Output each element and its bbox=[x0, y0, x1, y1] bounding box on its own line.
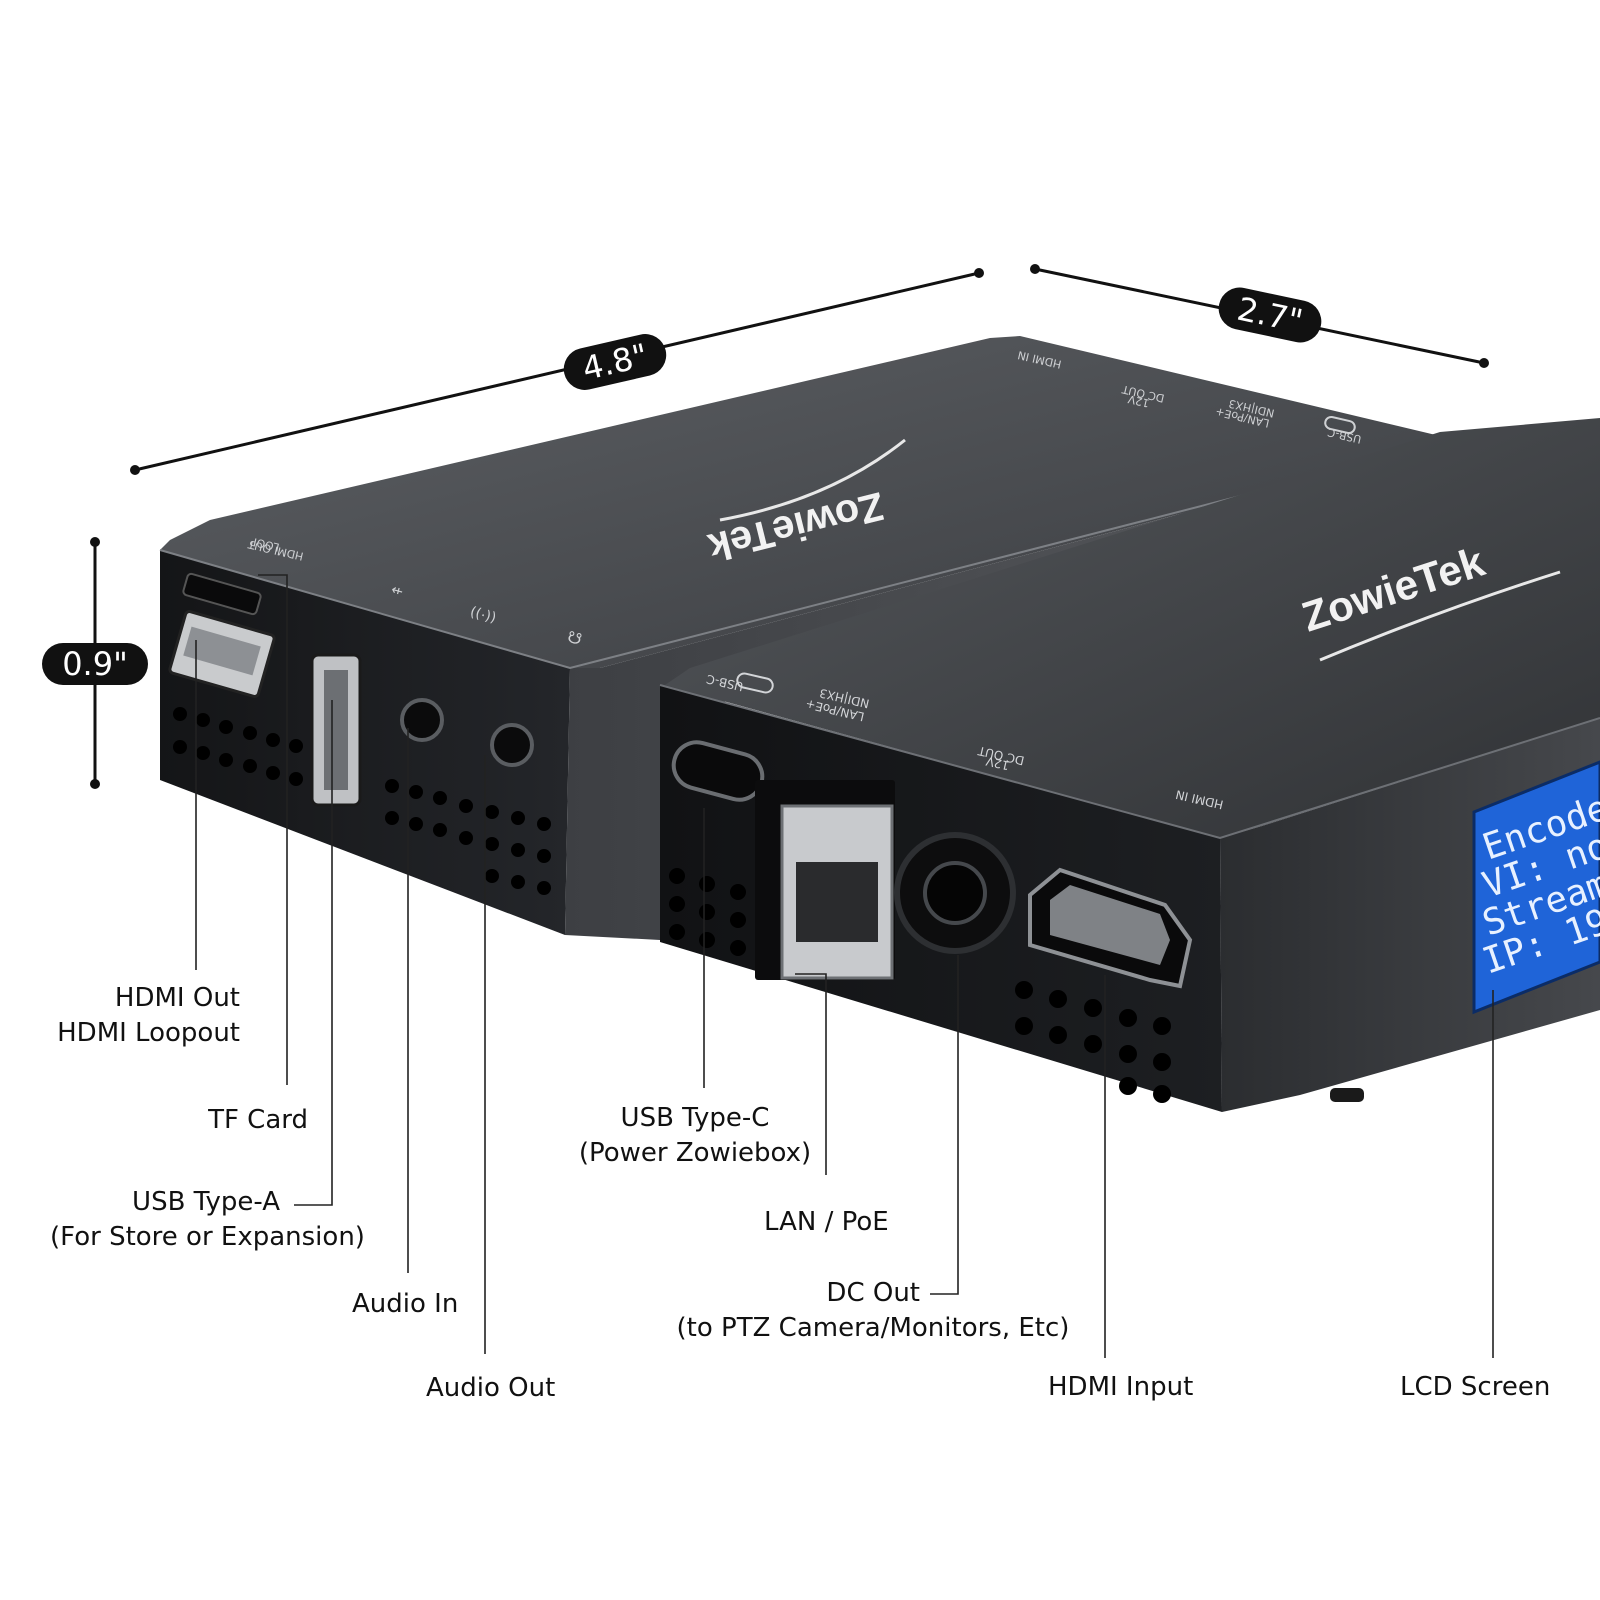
lan-port-inner bbox=[796, 862, 878, 942]
callout-usb-a-line-2: (For Store or Expansion) bbox=[50, 1222, 365, 1252]
callout-dc-out-line-2: (to PTZ Camera/Monitors, Etc) bbox=[676, 1313, 1070, 1343]
dimension-endpoint bbox=[1030, 264, 1040, 274]
usb-c-icon bbox=[736, 672, 774, 694]
hdmi-out-port-inner bbox=[183, 626, 261, 676]
brand-swoosh bbox=[1319, 570, 1561, 662]
tf-card-slot[interactable] bbox=[182, 572, 262, 616]
vent-holes-back bbox=[173, 707, 551, 895]
dimension-width: 2.7" bbox=[1030, 264, 1489, 368]
callout-audio-out-label: Audio Out bbox=[426, 1373, 556, 1403]
callout-usb-a: USB Type-A (For Store or Expansion) bbox=[40, 1185, 375, 1255]
callout-dc-out: DC Out (to PTZ Camera/Monitors, Etc) bbox=[668, 1276, 1078, 1346]
callout-usb-c-line-1: USB Type-C bbox=[620, 1103, 770, 1133]
dimension-endpoint bbox=[1479, 358, 1489, 368]
device-back-top bbox=[160, 336, 1443, 670]
callout-hdmi-input: HDMI Input bbox=[1048, 1370, 1193, 1405]
usb-a-port-inner bbox=[324, 670, 348, 790]
headphone-icon: ☊ bbox=[565, 626, 584, 648]
dimension-height-badge bbox=[42, 643, 148, 685]
dimension-endpoint bbox=[90, 779, 100, 789]
usb-c-icon bbox=[1324, 415, 1356, 435]
device-front-unit: ZowieTek USB-C NDI|HX3 LAN/PoE+ DC OUT 1… bbox=[659, 418, 1600, 1112]
vent-holes-front bbox=[669, 868, 1171, 1103]
dimension-width-label: 2.7" bbox=[1234, 290, 1306, 341]
edge-highlight bbox=[659, 684, 1600, 840]
device-front-top bbox=[665, 418, 1600, 838]
callout-tf-card: TF Card bbox=[100, 1103, 308, 1138]
brand-swoosh bbox=[719, 438, 906, 522]
edge-highlight bbox=[159, 443, 1444, 670]
callout-usb-c: USB Type-C (Power Zowiebox) bbox=[560, 1101, 830, 1171]
device-foot bbox=[1330, 1088, 1364, 1102]
label-12v: 12V bbox=[984, 754, 1011, 773]
label-12v-top: 12V bbox=[1126, 392, 1150, 410]
callout-audio-in: Audio In bbox=[352, 1287, 458, 1322]
callout-lcd-screen-label: LCD Screen bbox=[1400, 1372, 1551, 1402]
dimension-height-label: 0.9" bbox=[62, 645, 128, 683]
dimension-endpoint bbox=[974, 268, 984, 278]
dimension-length-badge bbox=[563, 334, 667, 390]
dimension-length-label: 4.8" bbox=[579, 336, 651, 388]
dimension-height: 0.9" bbox=[42, 537, 148, 789]
callout-usb-c-line-2: (Power Zowiebox) bbox=[578, 1138, 812, 1168]
callout-hdmi-out-line-1: HDMI Out bbox=[114, 983, 240, 1013]
dc-out-jack[interactable] bbox=[923, 861, 987, 925]
callout-hdmi-input-label: HDMI Input bbox=[1048, 1372, 1194, 1402]
audio-out-jack[interactable] bbox=[490, 723, 534, 767]
dimension-endpoint bbox=[90, 537, 100, 547]
callout-tf-card-label: TF Card bbox=[208, 1105, 308, 1135]
callout-lan-label: LAN / PoE bbox=[764, 1207, 889, 1237]
lcd-screen bbox=[1472, 760, 1600, 1015]
callout-dc-out-line-1: DC Out bbox=[826, 1278, 920, 1308]
dimension-width-badge bbox=[1218, 287, 1322, 343]
audio-wave-icon: ((·)) bbox=[468, 603, 498, 625]
callout-audio-out: Audio Out bbox=[426, 1371, 555, 1406]
callout-lan: LAN / PoE bbox=[764, 1205, 889, 1240]
usb-icon: ⇸ bbox=[389, 581, 405, 600]
callout-leaders bbox=[195, 574, 1494, 1358]
dimension-endpoint bbox=[130, 465, 140, 475]
hdmi-input-port-inner bbox=[1050, 885, 1170, 965]
callout-usb-a-line-1: USB Type-A bbox=[132, 1187, 280, 1217]
callout-audio-in-label: Audio In bbox=[352, 1289, 459, 1319]
dimension-length-line bbox=[134, 271, 980, 472]
callout-lcd-screen: LCD Screen bbox=[1400, 1370, 1550, 1405]
callout-hdmi-out-line-2: HDMI Loopout bbox=[57, 1018, 240, 1048]
callout-hdmi-out: HDMI Out HDMI Loopout bbox=[30, 981, 240, 1051]
audio-in-jack[interactable] bbox=[400, 698, 444, 742]
